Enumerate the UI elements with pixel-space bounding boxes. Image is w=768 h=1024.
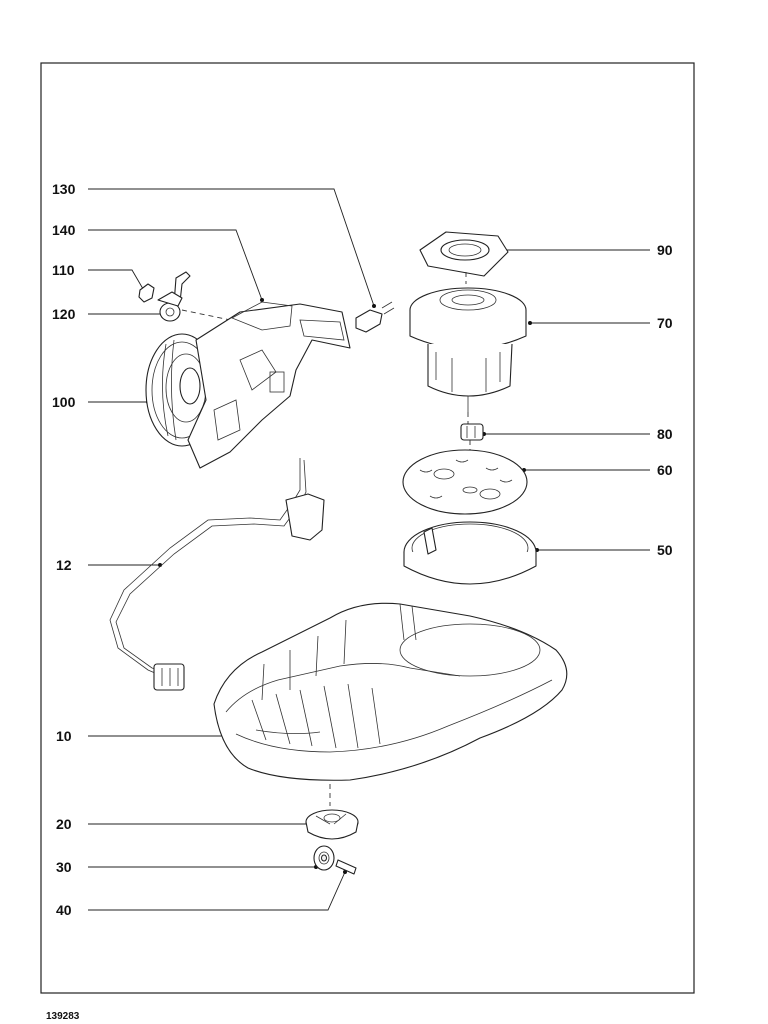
part-20-wheel-housing	[305, 809, 359, 840]
callout-100: 100	[52, 394, 150, 410]
part-40-axle-pin	[335, 859, 357, 875]
callout-10: 10	[56, 728, 226, 744]
document-code: 139283	[46, 1011, 80, 1022]
callout-90: 90	[501, 242, 673, 258]
part-70-motor	[409, 287, 527, 412]
part-90-gasket	[419, 231, 509, 277]
callout-60: 60	[522, 462, 673, 478]
part-80-coupling	[460, 423, 484, 441]
callout-20: 20	[56, 816, 312, 832]
svg-text:20: 20	[56, 816, 72, 832]
part-30-wheel	[313, 845, 335, 871]
svg-text:60: 60	[657, 462, 673, 478]
callout-30: 30	[56, 859, 318, 875]
callout-140: 140	[52, 222, 264, 302]
svg-text:50: 50	[657, 542, 673, 558]
svg-text:10: 10	[56, 728, 72, 744]
callout-40: 40	[56, 870, 347, 918]
svg-text:40: 40	[56, 902, 72, 918]
svg-text:70: 70	[657, 315, 673, 331]
svg-text:100: 100	[52, 394, 76, 410]
svg-text:110: 110	[52, 262, 75, 278]
callout-110: 110	[52, 262, 148, 296]
callout-130: 130	[52, 181, 376, 308]
part-60-filter-disc	[402, 449, 528, 515]
callout-70: 70	[528, 315, 673, 331]
callout-80: 80	[482, 426, 673, 442]
svg-text:12: 12	[56, 557, 72, 573]
part-12-wiring-harness	[109, 458, 325, 691]
part-10-base-housing	[213, 602, 568, 781]
svg-text:30: 30	[56, 859, 72, 875]
callout-120: 120	[52, 306, 164, 322]
callout-50: 50	[535, 542, 673, 558]
svg-text:140: 140	[52, 222, 76, 238]
svg-text:130: 130	[52, 181, 76, 197]
part-130-plug	[355, 301, 395, 333]
svg-text:80: 80	[657, 426, 673, 442]
svg-text:120: 120	[52, 306, 76, 322]
diagram-frame	[40, 62, 695, 994]
svg-text:90: 90	[657, 242, 673, 258]
part-50-ring	[403, 521, 537, 585]
callout-12: 12	[56, 557, 162, 573]
part-140-bracket	[187, 301, 351, 469]
part-120-knob	[157, 291, 183, 322]
